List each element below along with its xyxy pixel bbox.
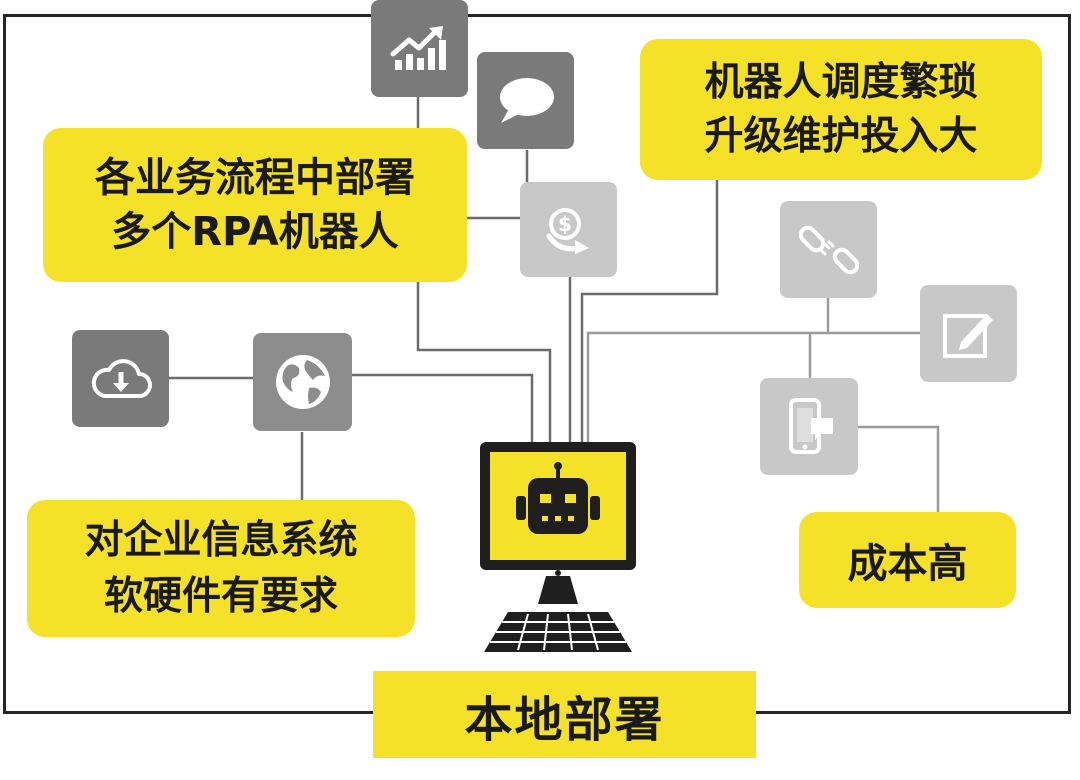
- edit-note-icon: [920, 285, 1017, 382]
- callout-line: 各业务流程中部署: [95, 155, 415, 201]
- callout-line: 机器人调度繁琐: [704, 59, 978, 105]
- growth-chart-icon: [371, 0, 468, 97]
- diagram-title: 本地部署: [373, 671, 756, 758]
- mobile-message-icon: [760, 378, 858, 475]
- callout-bottom-left: 对企业信息系统 软硬件有要求: [27, 500, 415, 637]
- callout-line: 成本高: [847, 541, 968, 587]
- callout-line: 对企业信息系统: [84, 517, 358, 563]
- callout-bottom-right: 成本高: [799, 512, 1016, 608]
- callout-line: 软硬件有要求: [103, 573, 338, 619]
- callout-top-left: 各业务流程中部署 多个RPA机器人: [43, 128, 467, 282]
- speech-bubble-icon: [477, 52, 574, 149]
- callout-top-right: 机器人调度繁琐 升级维护投入大: [640, 39, 1042, 180]
- money-cycle-icon: $: [520, 182, 617, 277]
- robot-computer-icon: [480, 442, 636, 652]
- svg-text:$: $: [558, 212, 572, 236]
- callout-line: 升级维护投入大: [704, 113, 978, 159]
- globe-icon: [253, 333, 352, 431]
- cloud-download-icon: [72, 330, 169, 427]
- callout-line: 多个RPA机器人: [111, 209, 399, 255]
- broken-link-icon: [780, 201, 877, 298]
